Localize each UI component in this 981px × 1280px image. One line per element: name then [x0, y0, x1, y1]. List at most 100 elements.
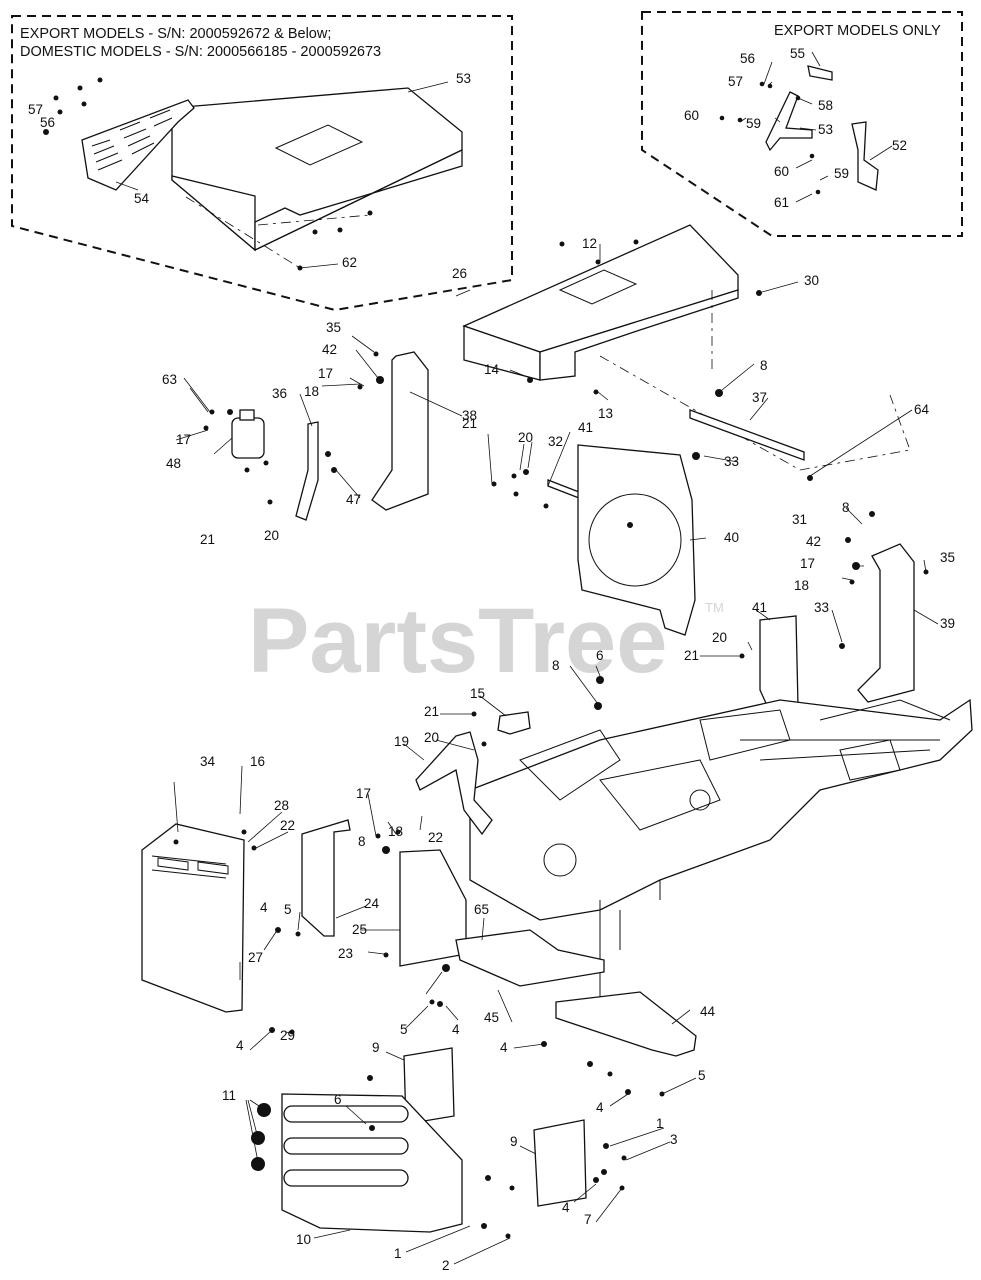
callout-4-mid: 4	[452, 1022, 460, 1037]
watermark-tm: TM	[705, 600, 724, 615]
callout-41: 41	[578, 420, 593, 435]
callout-8-lower: 8	[358, 834, 366, 849]
callout-11: 11	[222, 1088, 236, 1103]
callout-14: 14	[484, 362, 500, 377]
callout-5-mid: 5	[400, 1022, 408, 1037]
callout-19: 19	[394, 734, 409, 749]
callout-1-lower: 1	[394, 1246, 402, 1261]
callout-21-right: 21	[684, 648, 699, 663]
callout-8-mid: 8	[552, 658, 560, 673]
bumper-caps	[251, 1103, 271, 1171]
front-bumper	[281, 1093, 463, 1233]
callout-29: 29	[280, 1028, 295, 1043]
callout-3: 3	[670, 1132, 678, 1147]
callout-33-upper: 33	[724, 454, 739, 469]
firewall-panel	[577, 444, 696, 636]
panel-42	[759, 615, 799, 713]
callout-33-lower: 33	[814, 600, 829, 615]
callout-10: 10	[296, 1232, 311, 1247]
callout-60: 61	[774, 195, 789, 210]
callout-32: 32	[548, 434, 563, 449]
callout-15: 15	[470, 686, 485, 701]
callout-54: 55	[790, 46, 805, 61]
hardware-main	[173, 239, 929, 1239]
bracket-51	[851, 121, 879, 191]
callout-8-upper: 8	[760, 358, 768, 373]
panel-25	[399, 849, 467, 967]
support-bracket-left	[371, 351, 429, 511]
callout-20-left: 20	[264, 528, 279, 543]
hardware-hood-export	[43, 77, 373, 271]
callout-4-lower: 4	[562, 1200, 570, 1215]
panel-24	[301, 819, 351, 937]
reservoir-bottle	[231, 409, 265, 459]
callout-35-left: 35	[326, 320, 341, 335]
callout-36: 36	[272, 386, 287, 401]
callout-52: 53	[818, 122, 833, 137]
callout-17-mid: 17	[356, 786, 371, 801]
callout-22-left: 22	[280, 818, 295, 833]
callout-30: 30	[804, 273, 819, 288]
brace-37	[689, 409, 805, 461]
callout-18-mid: 18	[388, 824, 403, 839]
callout-17-right: 17	[800, 556, 815, 571]
callout-22-mid: 22	[428, 830, 443, 845]
callout-63: 64	[914, 402, 930, 417]
callout-58-lower: 59	[834, 166, 849, 181]
plate-9-lower	[533, 1119, 587, 1207]
callout-17-left: 17	[318, 366, 333, 381]
callout-53: 54	[134, 191, 150, 206]
callout-42: 41	[752, 600, 767, 615]
callout-6-upper: 6	[596, 648, 604, 663]
bracket-19	[415, 731, 493, 836]
callout-5-left: 5	[284, 902, 292, 917]
switch-15	[497, 711, 531, 735]
callout-38: 38	[462, 408, 477, 423]
callout-23: 23	[338, 946, 353, 961]
callout-5-right: 5	[698, 1068, 706, 1083]
callout-17-bottle: 17	[176, 432, 191, 447]
callout-27: 27	[248, 950, 263, 965]
callout-31: 31	[792, 512, 807, 527]
callout-9-lower: 9	[510, 1134, 518, 1149]
callout-47: 47	[346, 492, 361, 507]
callout-50: 53	[456, 71, 471, 86]
kit-box-top-right	[641, 11, 963, 237]
callout-28: 28	[274, 798, 289, 813]
callout-61: 62	[342, 255, 357, 270]
callout-labels: 53 54 62 57 56 55 56 57 58 60 59 53 52 6…	[28, 46, 955, 1273]
callout-45: 45	[484, 1010, 499, 1025]
watermark: PartsTree	[248, 590, 667, 692]
callout-16: 16	[250, 754, 265, 769]
callout-20-switch: 20	[424, 730, 439, 745]
callout-21-left: 21	[200, 532, 215, 547]
bracket-36	[295, 421, 319, 521]
callout-43-left: 42	[322, 342, 337, 357]
callout-26: 26	[452, 266, 467, 281]
tray-45	[455, 929, 605, 987]
callout-34: 34	[200, 754, 216, 769]
callout-2: 2	[442, 1258, 450, 1273]
callout-59-upper: 60	[684, 108, 699, 123]
kit-box-title-line2: DOMESTIC MODELS - S/N: 2000566185 - 2000…	[20, 44, 381, 60]
callout-8-right: 8	[842, 500, 850, 515]
tray-44	[555, 991, 697, 1057]
callout-43-right: 42	[806, 534, 821, 549]
callout-13: 13	[598, 406, 613, 421]
kit-box-title-export-only: EXPORT MODELS ONLY	[774, 23, 941, 39]
callout-4-left: 4	[260, 900, 268, 915]
callout-59-lower: 60	[774, 164, 789, 179]
callout-39: 39	[940, 616, 955, 631]
callout-18-left: 18	[304, 384, 319, 399]
callout-12: 12	[582, 236, 597, 251]
chassis-frame	[469, 698, 973, 1000]
grille-export	[81, 99, 195, 191]
callout-21-switch: 21	[424, 704, 439, 719]
callout-44: 44	[700, 1004, 716, 1019]
leader-lines	[115, 51, 939, 1265]
callout-4-tray: 4	[500, 1040, 508, 1055]
callout-7: 7	[584, 1212, 592, 1227]
callout-57: 58	[818, 98, 833, 113]
bracket-52	[765, 91, 813, 152]
